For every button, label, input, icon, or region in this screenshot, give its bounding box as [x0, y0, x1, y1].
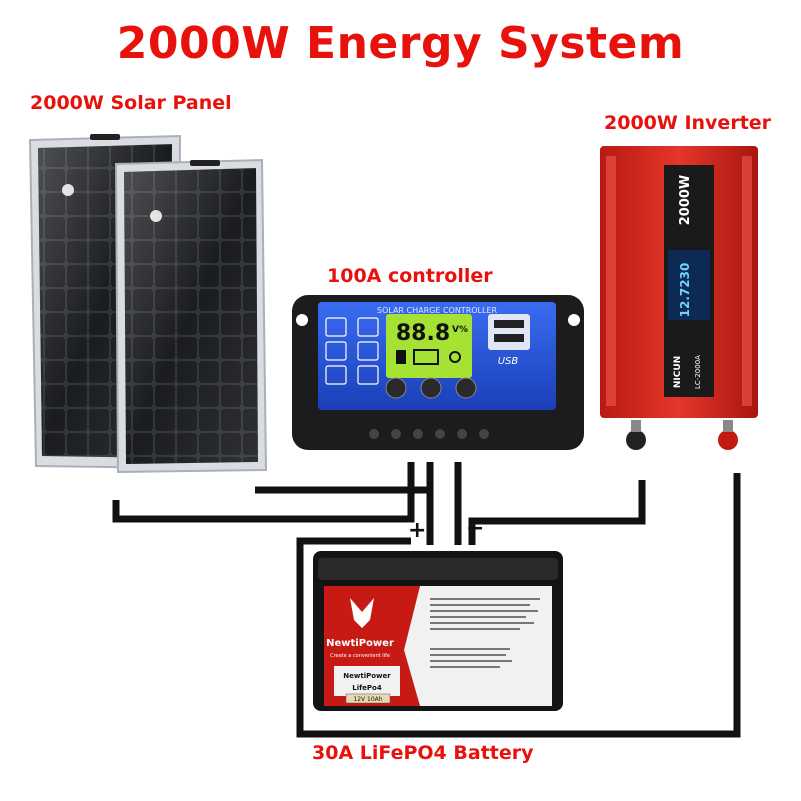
controller-lcd-value: 88.8: [396, 321, 450, 346]
controller-header: SOLAR CHARGE CONTROLLER: [377, 306, 498, 315]
inverter-model: LC-2000A: [694, 355, 702, 389]
inverter-negative-wire: [468, 480, 646, 545]
battery-chemistry: LifePo4: [352, 684, 382, 692]
battery-label: 30A LiFePO4 Battery: [312, 742, 534, 764]
inverter-terminal-negative: [626, 430, 646, 450]
panel-wire-b: [255, 462, 434, 494]
controller-label: 100A controller: [327, 265, 493, 287]
negative-sign: −: [466, 516, 485, 541]
battery-positive-loop: [296, 473, 741, 738]
controller-button-right[interactable]: [455, 377, 477, 399]
battery-brand: NewtiPower: [326, 638, 394, 649]
charge-controller: SOLAR CHARGE CONTROLLER 88.8 V% USB: [292, 295, 584, 450]
controller-button-middle[interactable]: [420, 377, 442, 399]
inverter-label: 2000W Inverter: [604, 112, 772, 134]
battery-spec: 12V 10Ah: [353, 696, 382, 703]
battery-tagline: Create a convenient life: [330, 653, 390, 659]
inverter-brand: NICUN: [673, 356, 683, 388]
inverter-power-text: 2000W: [678, 175, 693, 226]
positive-sign: +: [408, 518, 427, 543]
page-title: 2000W Energy System: [116, 18, 685, 69]
controller-button-left[interactable]: [385, 377, 407, 399]
controller-lcd-units: V%: [452, 325, 468, 335]
battery: NewtiPower Create a convenient life Newt…: [313, 551, 563, 711]
inverter-display: 12.7230: [678, 263, 692, 318]
solar-panel-label: 2000W Solar Panel: [30, 92, 232, 114]
power-inverter: 12.7230 2000W NICUN LC-2000A: [600, 146, 758, 450]
wiring: [112, 462, 741, 738]
solar-panel-front: [114, 158, 268, 474]
controller-usb-label: USB: [498, 356, 519, 367]
battery-product: NewtiPower: [343, 672, 391, 680]
inverter-terminal-positive: [718, 430, 738, 450]
